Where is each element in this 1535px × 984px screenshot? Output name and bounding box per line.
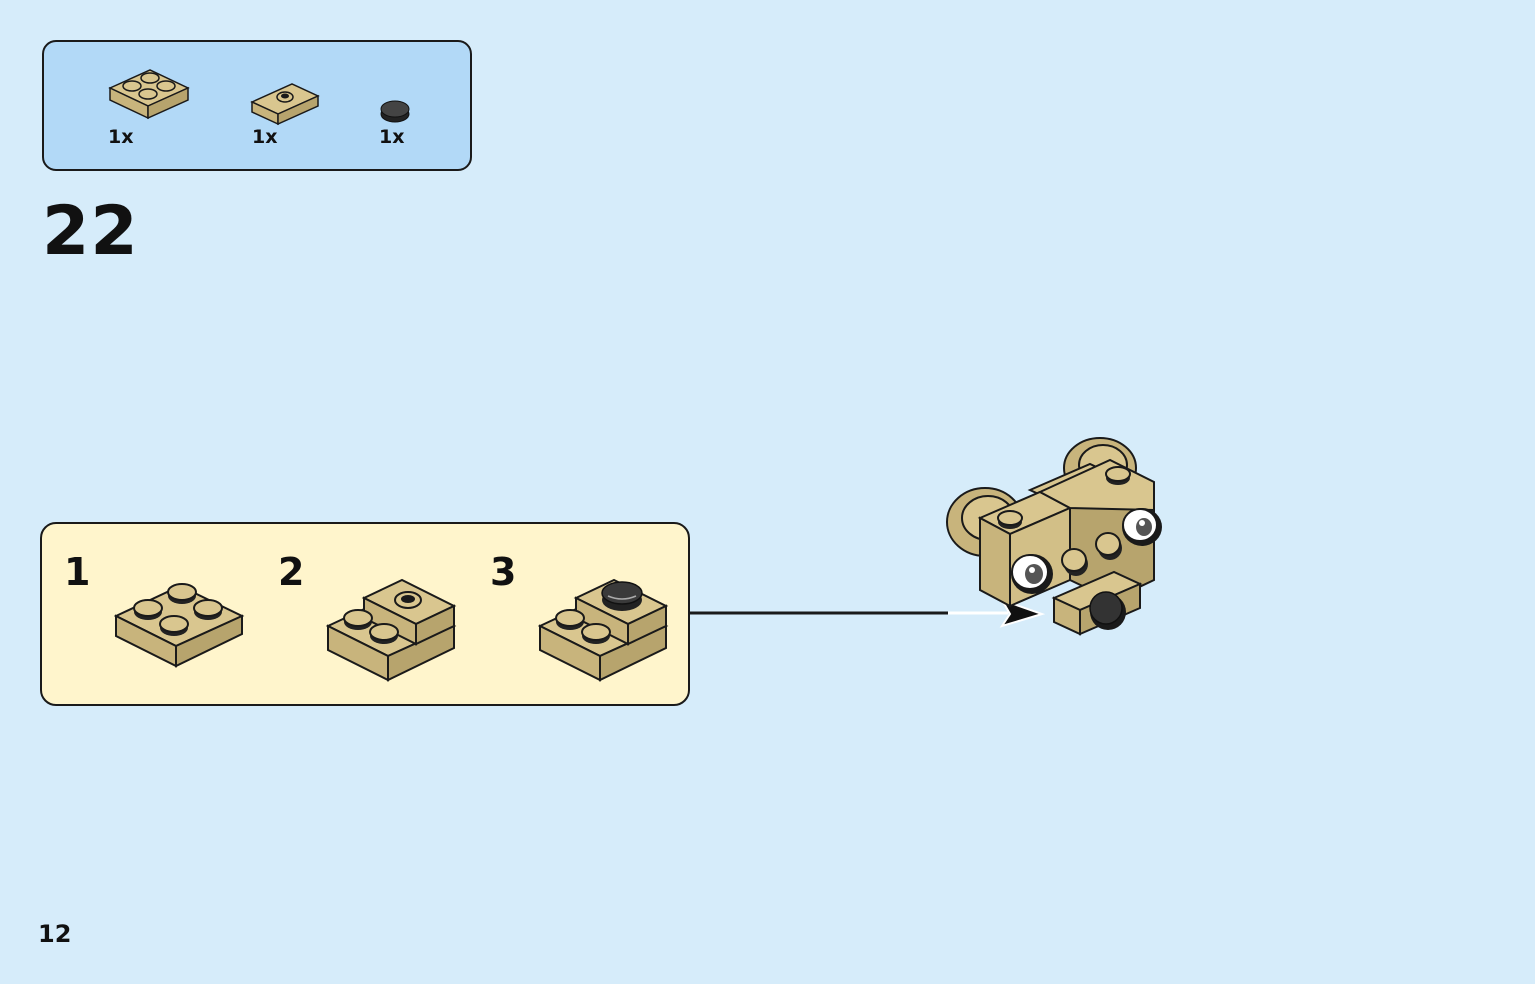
sub-assembly-panel: 1 2 3: [40, 522, 690, 706]
plate-2x2-icon: [106, 64, 192, 128]
sub-step-label: 1: [64, 550, 91, 594]
placement-arrow-icon: [690, 596, 1050, 636]
step-number: 22: [42, 192, 139, 271]
round-tile-icon: [378, 96, 412, 126]
sub-step-3-model: [537, 576, 670, 690]
sub-step-label: 3: [490, 550, 517, 594]
plate-1x2-jumper-icon: [250, 80, 320, 126]
quantity-label: 1x: [379, 126, 405, 148]
sub-step-1-model: [113, 576, 246, 676]
assembled-model: [940, 430, 1170, 644]
sub-step-2-model: [325, 576, 458, 690]
sub-step-label: 2: [278, 550, 305, 594]
quantity-label: 1x: [252, 126, 278, 148]
page-number: 12: [38, 920, 72, 948]
parts-list-panel: 1x 1x 1x: [42, 40, 472, 171]
quantity-label: 1x: [108, 126, 134, 148]
